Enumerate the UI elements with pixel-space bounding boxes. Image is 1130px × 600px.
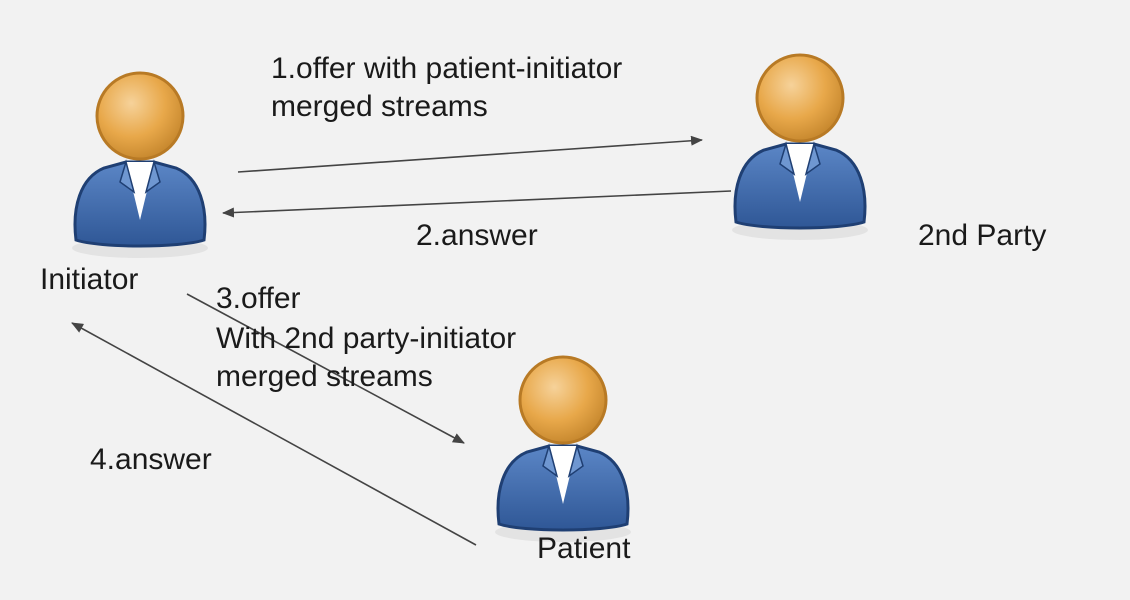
arrow-answer-from-patient	[71, 322, 477, 546]
message-3-line-1: 3.offer	[216, 282, 301, 315]
message-3-line-3: merged streams	[216, 360, 433, 393]
initiator-label: Initiator	[40, 263, 139, 296]
patient-label: Patient	[537, 532, 631, 565]
message-1-line-2: merged streams	[271, 90, 488, 123]
second-party-label: 2nd Party	[918, 219, 1047, 252]
message-3-line-2: With 2nd party-initiator	[216, 322, 517, 355]
arrow-offer-to-patient	[186, 293, 465, 444]
patient-person-icon	[493, 355, 633, 544]
message-4-label: 4.answer	[90, 443, 212, 476]
initiator-person-icon	[70, 71, 210, 260]
message-1-line-1: 1.offer with patient-initiator	[271, 52, 623, 85]
message-2-label: 2.answer	[416, 219, 538, 252]
arrow-answer-from-second-party	[222, 190, 732, 218]
arrow-offer-to-second-party	[237, 135, 703, 173]
second-party-person-icon	[730, 53, 870, 242]
